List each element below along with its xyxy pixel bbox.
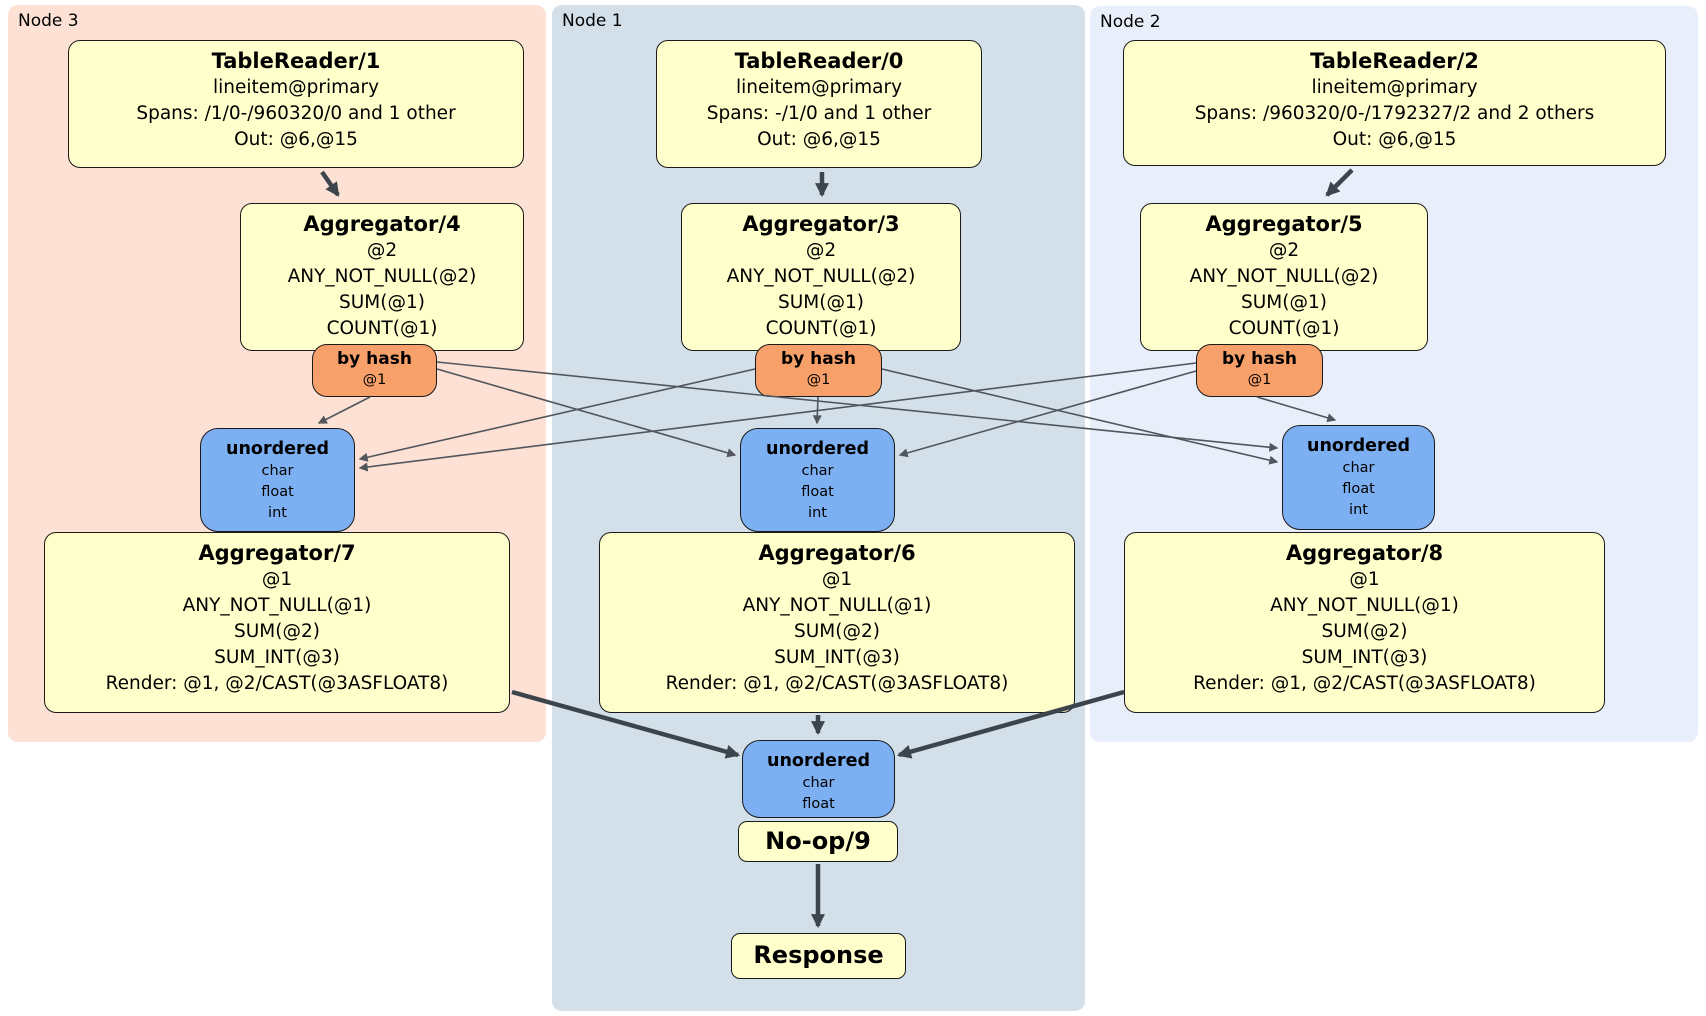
aggregator-8-fn1: ANY_NOT_NULL(@1) bbox=[1270, 595, 1459, 616]
aggregator-8-group: @1 bbox=[1349, 569, 1380, 590]
unordered-sync-node3-title: unordered bbox=[226, 439, 329, 459]
aggregator-6-group: @1 bbox=[821, 569, 853, 590]
hash-router-node1-title: by hash bbox=[781, 349, 856, 369]
aggregator-6-fn3: SUM_INT(@3) bbox=[774, 647, 900, 668]
aggregator-3-title: Aggregator/3 bbox=[742, 212, 900, 236]
aggregator-5-fn1: ANY_NOT_NULL(@2) bbox=[1189, 266, 1379, 287]
aggregator-6-box: Aggregator/6 @1 ANY_NOT_NULL(@1) SUM(@2)… bbox=[599, 532, 1075, 713]
unordered-sync-final: unordered char float bbox=[742, 740, 895, 818]
tablereader-1-spans: Spans: /1/0-/960320/0 and 1 other bbox=[136, 103, 456, 124]
sync-type: char bbox=[801, 463, 834, 479]
aggregator-3-fn1: ANY_NOT_NULL(@2) bbox=[726, 266, 916, 287]
aggregator-8-render: Render: @1, @2/CAST(@3ASFLOAT8) bbox=[1193, 673, 1536, 694]
aggregator-4-fn2: SUM(@1) bbox=[339, 292, 425, 313]
sync-type: int bbox=[268, 505, 287, 521]
aggregator-4-fn3: COUNT(@1) bbox=[326, 318, 438, 339]
aggregator-5-title: Aggregator/5 bbox=[1205, 212, 1363, 236]
hash-router-node2-column: @1 bbox=[1247, 372, 1272, 388]
aggregator-7-render: Render: @1, @2/CAST(@3ASFLOAT8) bbox=[105, 673, 449, 694]
tablereader-0-spans: Spans: -/1/0 and 1 other bbox=[706, 103, 932, 124]
sync-type: float bbox=[802, 796, 835, 812]
aggregator-8-title: Aggregator/8 bbox=[1285, 541, 1444, 565]
aggregator-4-fn1: ANY_NOT_NULL(@2) bbox=[287, 266, 477, 287]
aggregator-3-group: @2 bbox=[805, 240, 837, 261]
aggregator-8-box: Aggregator/8 @1 ANY_NOT_NULL(@1) SUM(@2)… bbox=[1124, 532, 1605, 713]
tablereader-2-title: TableReader/2 bbox=[1310, 49, 1479, 73]
aggregator-5-group: @2 bbox=[1268, 240, 1300, 261]
sync-type: float bbox=[801, 484, 834, 500]
noop-9-box: No-op/9 bbox=[738, 821, 898, 862]
tablereader-0-box: TableReader/0 lineitem@primary Spans: -/… bbox=[656, 40, 982, 168]
node1-label: Node 1 bbox=[562, 11, 623, 31]
hash-router-node2-title: by hash bbox=[1222, 349, 1297, 369]
sync-type: float bbox=[1342, 481, 1375, 497]
sync-type: float bbox=[261, 484, 294, 500]
unordered-sync-node2-title: unordered bbox=[1307, 436, 1410, 456]
tablereader-1-index: lineitem@primary bbox=[212, 77, 380, 98]
aggregator-4-group: @2 bbox=[366, 240, 398, 261]
tablereader-1-box: TableReader/1 lineitem@primary Spans: /1… bbox=[68, 40, 524, 168]
tablereader-2-out: Out: @6,@15 bbox=[1332, 129, 1457, 150]
hash-router-node1: by hash @1 bbox=[755, 344, 882, 397]
aggregator-7-box: Aggregator/7 @1 ANY_NOT_NULL(@1) SUM(@2)… bbox=[44, 532, 510, 713]
tablereader-1-title: TableReader/1 bbox=[211, 49, 381, 73]
hash-router-node2: by hash @1 bbox=[1196, 344, 1323, 397]
hash-router-node3-title: by hash bbox=[337, 349, 412, 369]
tablereader-2-spans: Spans: /960320/0-/1792327/2 and 2 others bbox=[1194, 103, 1595, 124]
aggregator-5-box: Aggregator/5 @2 ANY_NOT_NULL(@2) SUM(@1)… bbox=[1140, 203, 1428, 351]
hash-router-node3-column: @1 bbox=[362, 372, 387, 388]
aggregator-7-fn3: SUM_INT(@3) bbox=[214, 647, 340, 668]
aggregator-6-fn2: SUM(@2) bbox=[794, 621, 880, 642]
aggregator-6-title: Aggregator/6 bbox=[758, 541, 916, 565]
unordered-sync-node3: unordered char float int bbox=[200, 428, 355, 532]
aggregator-7-fn1: ANY_NOT_NULL(@1) bbox=[182, 595, 372, 616]
aggregator-6-fn1: ANY_NOT_NULL(@1) bbox=[742, 595, 932, 616]
aggregator-7-group: @1 bbox=[261, 569, 293, 590]
aggregator-4-title: Aggregator/4 bbox=[303, 212, 461, 236]
aggregator-8-fn2: SUM(@2) bbox=[1321, 621, 1408, 642]
unordered-sync-node1-title: unordered bbox=[766, 439, 869, 459]
sync-type: char bbox=[261, 463, 294, 479]
aggregator-3-fn3: COUNT(@1) bbox=[765, 318, 877, 339]
aggregator-6-render: Render: @1, @2/CAST(@3ASFLOAT8) bbox=[665, 673, 1009, 694]
unordered-sync-node2: unordered char float int bbox=[1282, 425, 1435, 530]
sync-type: int bbox=[808, 505, 827, 521]
tablereader-1-out: Out: @6,@15 bbox=[234, 129, 358, 150]
aggregator-8-fn3: SUM_INT(@3) bbox=[1301, 647, 1428, 668]
node2-label: Node 2 bbox=[1100, 12, 1161, 32]
sync-type: char bbox=[802, 775, 835, 791]
aggregator-3-fn2: SUM(@1) bbox=[778, 292, 864, 313]
tablereader-2-box: TableReader/2 lineitem@primary Spans: /9… bbox=[1123, 40, 1666, 166]
hash-router-node1-column: @1 bbox=[806, 372, 831, 388]
response-box: Response bbox=[731, 933, 906, 979]
aggregator-7-title: Aggregator/7 bbox=[198, 541, 356, 565]
tablereader-2-index: lineitem@primary bbox=[1311, 77, 1478, 98]
aggregator-4-box: Aggregator/4 @2 ANY_NOT_NULL(@2) SUM(@1)… bbox=[240, 203, 524, 351]
sync-type: int bbox=[1349, 502, 1368, 518]
tablereader-0-out: Out: @6,@15 bbox=[757, 129, 881, 150]
hash-router-node3: by hash @1 bbox=[312, 344, 437, 397]
unordered-sync-node1: unordered char float int bbox=[740, 428, 895, 532]
tablereader-0-index: lineitem@primary bbox=[735, 77, 903, 98]
aggregator-3-box: Aggregator/3 @2 ANY_NOT_NULL(@2) SUM(@1)… bbox=[681, 203, 961, 351]
aggregator-7-fn2: SUM(@2) bbox=[234, 621, 320, 642]
unordered-sync-final-title: unordered bbox=[767, 751, 870, 771]
sync-type: char bbox=[1342, 460, 1375, 476]
aggregator-5-fn3: COUNT(@1) bbox=[1228, 318, 1340, 339]
aggregator-5-fn2: SUM(@1) bbox=[1241, 292, 1327, 313]
node3-label: Node 3 bbox=[18, 11, 79, 31]
tablereader-0-title: TableReader/0 bbox=[734, 49, 904, 73]
